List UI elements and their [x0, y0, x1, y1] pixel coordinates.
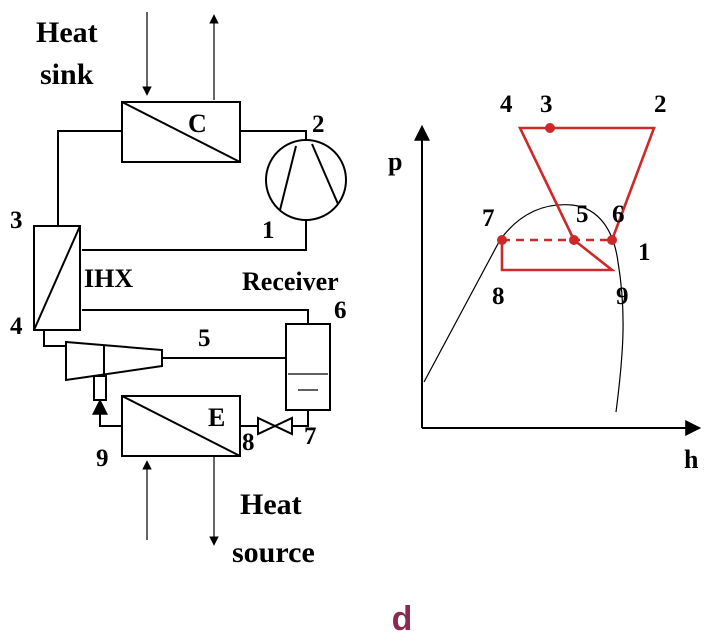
- cycle-point-5-marker: [569, 235, 579, 245]
- pipe-evaporator-to-ejector: [99, 420, 122, 427]
- ph-y-axis-label: p: [388, 147, 402, 176]
- schematic-point-1: 1: [262, 217, 275, 244]
- system-schematic: Heat sink C IHX Receiver: [10, 12, 347, 569]
- schematic-point-3: 3: [10, 207, 23, 234]
- pipe-compressor-to-condenser: [240, 130, 307, 140]
- evaporator-diagonal: [121, 395, 241, 457]
- pipe-ihx-to-compressor: [82, 220, 307, 251]
- ph-point-9: 9: [616, 283, 629, 310]
- expansion-valve-icon: [257, 416, 293, 436]
- ph-point-8: 8: [492, 283, 505, 310]
- heat-sink-label-line2: sink: [40, 58, 94, 91]
- cycle-point-3-marker: [545, 123, 555, 133]
- cycle-point-6-marker: [607, 235, 617, 245]
- ejector-icon: [65, 340, 163, 382]
- schematic-point-9: 9: [96, 445, 109, 472]
- cycle-point-7-marker: [497, 235, 507, 245]
- condenser-label: C: [188, 109, 207, 138]
- heat-sink-label-line1: Heat: [36, 16, 98, 49]
- ph-point-7: 7: [482, 205, 495, 232]
- ihx-diagonal: [33, 225, 81, 331]
- cycle-condensation-line: [517, 126, 656, 241]
- schematic-point-6: 6: [334, 297, 347, 324]
- heat-source-label-line2: source: [232, 536, 315, 569]
- receiver-box: [285, 323, 331, 411]
- pipe-receiver-to-valve: [292, 410, 309, 427]
- compressor-icon: [265, 139, 347, 221]
- schematic-point-2: 2: [312, 111, 325, 138]
- heat-source-label-line1: Heat: [240, 488, 302, 521]
- ph-point-2: 2: [654, 91, 667, 118]
- ph-point-3: 3: [540, 91, 553, 118]
- saturation-dome: [423, 204, 624, 413]
- schematic-point-7: 7: [304, 423, 317, 450]
- ejector-suction-port: [93, 375, 107, 401]
- pipe-condenser-to-ihx: [57, 130, 122, 226]
- cycle-evaporation-loop: [500, 238, 616, 272]
- ph-point-5: 5: [576, 201, 589, 228]
- evaporator-label: E: [208, 403, 225, 432]
- receiver-label: Receiver: [242, 267, 339, 296]
- ph-point-6: 6: [612, 201, 625, 228]
- panel-caption: d: [392, 600, 413, 638]
- condenser-diagonal: [121, 101, 241, 163]
- pipe-ihx-to-ejector: [43, 330, 66, 347]
- schematic-point-4: 4: [10, 313, 23, 340]
- ihx-label: IHX: [84, 264, 133, 293]
- ph-point-1: 1: [638, 239, 651, 266]
- ph-diagram: p h 4 3 2 7 5 6 1 8 9: [388, 91, 702, 474]
- ph-x-axis-label: h: [684, 445, 699, 474]
- ph-cycle: [497, 123, 656, 272]
- compressor-blade-right: [311, 143, 339, 205]
- schematic-point-5: 5: [198, 325, 211, 352]
- pipe-receiver-to-ihx: [82, 309, 309, 324]
- ph-point-4: 4: [500, 91, 513, 118]
- schematic-point-8: 8: [242, 429, 255, 456]
- compressor-blade-left: [279, 145, 297, 211]
